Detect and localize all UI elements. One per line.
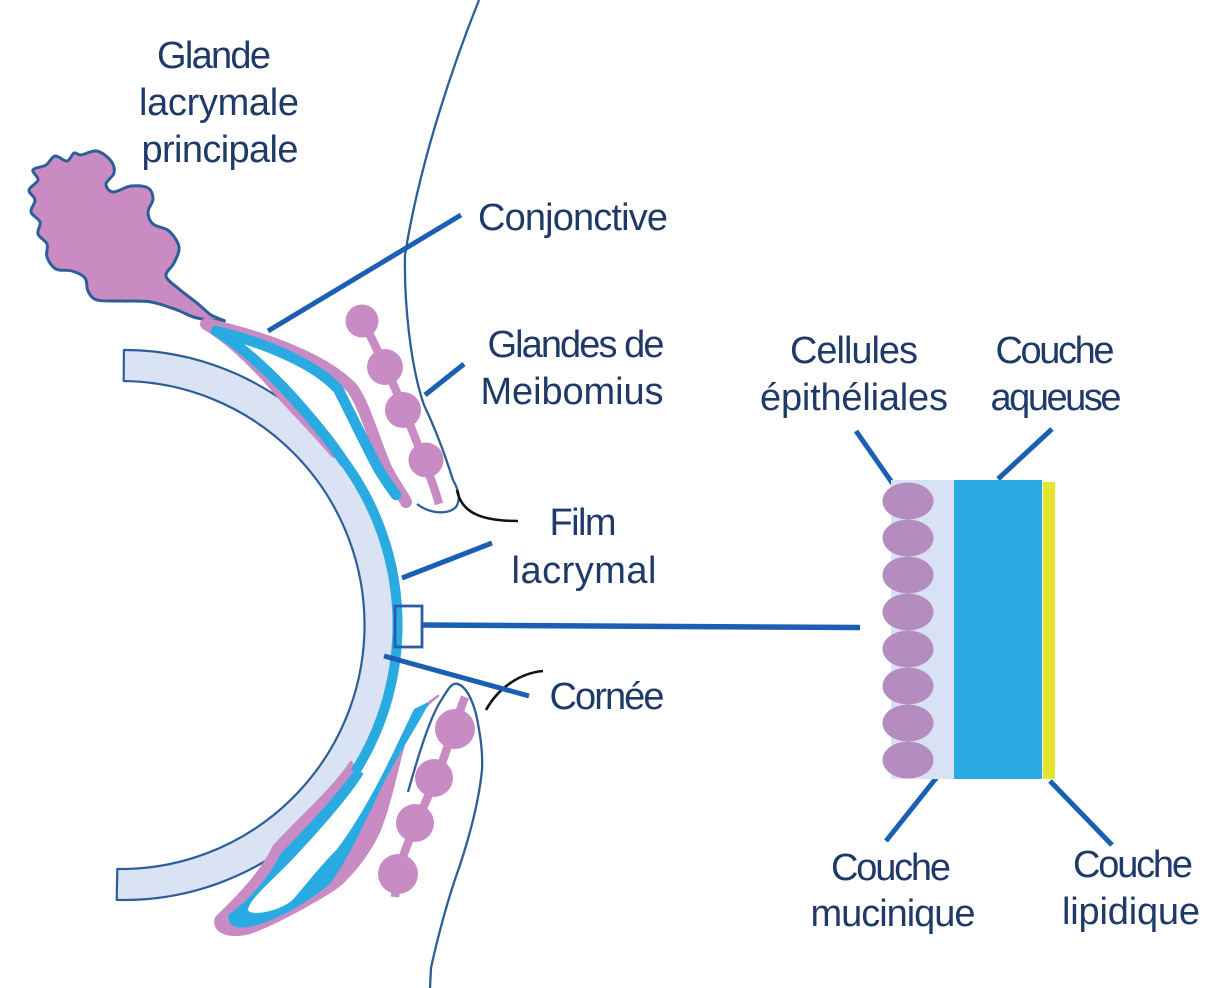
svg-text:Glande: Glande <box>157 35 271 77</box>
svg-text:Meibomius: Meibomius <box>481 371 664 413</box>
svg-text:lacrymale: lacrymale <box>139 82 299 124</box>
svg-text:mucinique: mucinique <box>811 893 976 935</box>
svg-text:Glandes de: Glandes de <box>488 324 665 366</box>
svg-text:Film: Film <box>550 502 617 544</box>
svg-text:aqueuse: aqueuse <box>991 377 1122 419</box>
svg-text:Couche: Couche <box>1073 844 1193 886</box>
svg-text:Conjonctive: Conjonctive <box>478 197 668 239</box>
svg-text:Couche: Couche <box>996 330 1115 372</box>
svg-text:épithéliales: épithéliales <box>760 377 948 419</box>
svg-text:Cellules: Cellules <box>790 330 918 372</box>
svg-text:Cornée: Cornée <box>550 676 665 718</box>
svg-text:Couche: Couche <box>831 847 951 889</box>
svg-text:lipidique: lipidique <box>1062 891 1200 933</box>
svg-text:principale: principale <box>142 129 299 171</box>
svg-text:lacrymal: lacrymal <box>512 550 657 592</box>
